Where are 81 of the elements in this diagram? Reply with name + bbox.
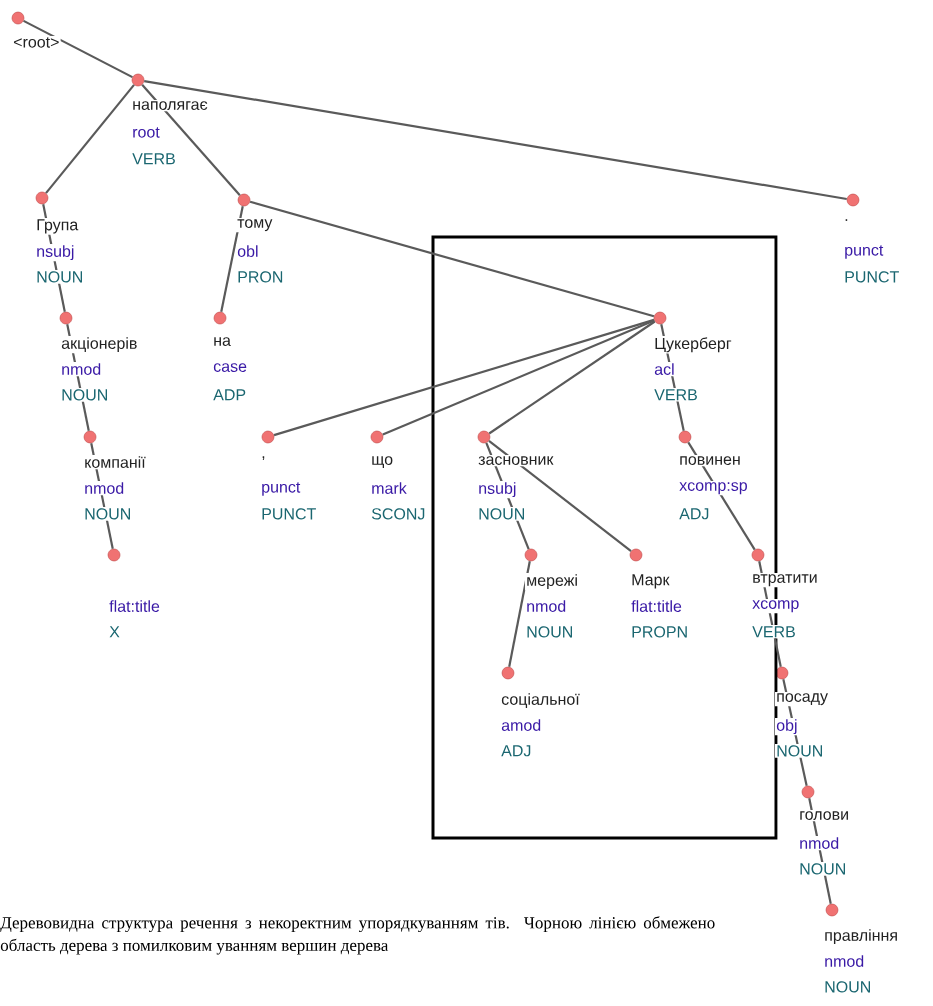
relation-label: obl (237, 245, 258, 257)
relation-label: nmod (62, 363, 101, 375)
word-label: голови (800, 811, 848, 820)
relation-label: root (133, 127, 160, 138)
pos-label: SCONJ (371, 508, 425, 520)
pos-label: VERB (654, 389, 697, 401)
pos-label: VERB (132, 153, 175, 165)
tree-edge (488, 320, 656, 435)
tree-edge (485, 442, 530, 550)
word-label: Група (37, 219, 79, 234)
relation-label: obj (776, 719, 797, 735)
tree-edge (249, 200, 655, 318)
relation-label: nsubj (37, 245, 74, 261)
word-label: акціонерів (61, 337, 137, 353)
relation-label: nmod (85, 482, 124, 494)
pos-label: NOUN (37, 271, 82, 283)
word-label: <root> (14, 37, 59, 48)
word-label: посаду (777, 693, 828, 706)
tree-edge (508, 560, 531, 668)
word-label: соціальної (501, 693, 580, 708)
word-label: Марк (632, 574, 670, 589)
word-label: тому (237, 219, 273, 232)
pos-label: PRON (238, 271, 283, 283)
tree-edge (660, 323, 685, 432)
word-label: , (262, 456, 265, 460)
tree-edge (273, 318, 655, 437)
relation-label: case (213, 363, 247, 372)
word-label: наполягає (133, 101, 208, 110)
relation-label: nsubj (479, 482, 516, 498)
relation-label: amod (501, 719, 541, 731)
word-label: компанії (85, 456, 146, 468)
relation-label: flat:title (631, 600, 682, 612)
pos-label: NOUN (85, 508, 130, 520)
pos-label: NOUN (479, 508, 524, 520)
pos-label: NOUN (62, 389, 107, 401)
relation-label: nmod (825, 955, 864, 967)
tree-edge (90, 442, 114, 550)
word-label: засновник (478, 456, 554, 465)
pos-label: NOUN (800, 863, 845, 875)
word-label: мережі (527, 574, 577, 590)
word-label: повинен (680, 456, 740, 465)
pos-label: ADP (213, 389, 246, 401)
pos-label: PUNCT (262, 508, 316, 520)
tree-edge (45, 84, 135, 194)
pos-label: ADJ (501, 745, 531, 757)
tree-edge (23, 19, 133, 79)
tree-edge (141, 84, 241, 196)
word-label: Цукерберг (655, 337, 732, 353)
word-label: . (845, 219, 848, 221)
relation-label: nmod (800, 837, 839, 849)
pos-label: NOUN (527, 626, 572, 638)
tree-edge (220, 205, 244, 313)
relation-label: punct (845, 245, 884, 259)
relation-label: mark (372, 482, 407, 494)
pos-label: PROPN (632, 626, 687, 638)
pos-label: ADJ (679, 508, 709, 520)
tree-edge (782, 678, 808, 787)
relation-label: xcomp (752, 600, 799, 613)
tree-edge (144, 79, 847, 201)
relation-label: flat:title (109, 600, 160, 612)
pos-label: X (109, 626, 120, 638)
word-label: правління (825, 929, 897, 945)
tree-edge (808, 797, 832, 905)
tree-edge (488, 440, 632, 552)
word-label: що (372, 456, 393, 468)
tree-edge (758, 560, 782, 668)
tree-edge (687, 441, 756, 551)
tree-edge (382, 319, 655, 436)
tree-edge (66, 323, 90, 432)
pos-label: NOUN (777, 745, 822, 757)
relation-label: punct (262, 482, 301, 496)
word-label: втратити (753, 574, 817, 587)
pos-label: PUNCT (845, 271, 899, 283)
relation-label: nmod (527, 600, 566, 612)
word-label: на (214, 337, 231, 346)
relation-label: xcomp:sp (679, 482, 747, 495)
tree-edge (42, 203, 66, 313)
pos-label: VERB (752, 626, 795, 638)
relation-label: acl (654, 363, 674, 375)
caption: Деревовидна структура речення з некоректним упорядкуванням тів. Чорною лінією обмежено область дерева з помилковим уванням вершин дерева (0, 916, 715, 955)
pos-label: NOUN (825, 981, 870, 993)
